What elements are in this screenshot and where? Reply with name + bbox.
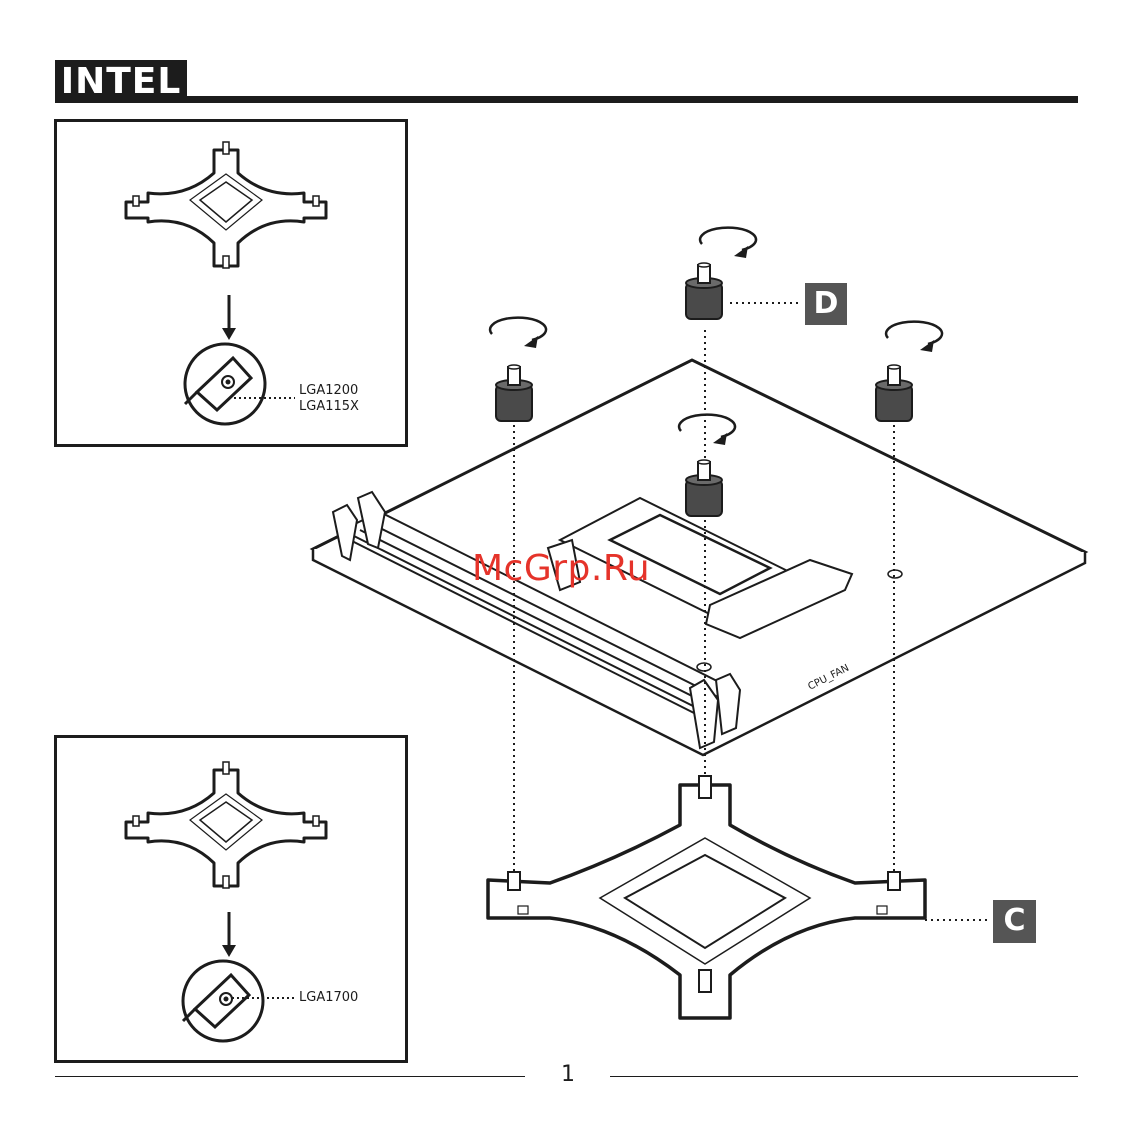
rotate-clockwise-icon — [886, 322, 942, 352]
socket-label-lga1200: LGA1200 — [299, 383, 358, 399]
rotate-clockwise-icon — [490, 318, 546, 348]
callout-badge-c: C — [993, 900, 1036, 943]
backplate-large — [488, 776, 925, 1018]
socket-pin-zoom-icon — [185, 344, 265, 424]
footer-rule-left — [55, 1076, 525, 1077]
motherboard: CPU_FAN — [313, 360, 1085, 755]
backplate-icon-top — [126, 142, 326, 268]
arrow-head-icon — [222, 328, 236, 340]
callout-badge-d: D — [805, 283, 847, 325]
socket-label-lga115x: LGA115X — [299, 399, 359, 415]
socket-pin-zoom-icon — [183, 961, 263, 1041]
watermark: McGrp.Ru — [472, 548, 650, 589]
standoff-screw — [876, 365, 912, 421]
socket-label-lga1700: LGA1700 — [299, 990, 358, 1006]
rotate-clockwise-icon — [700, 228, 756, 258]
backplate-icon-bottom — [126, 762, 326, 888]
standoff-screw — [496, 365, 532, 421]
standoff-screw — [686, 263, 722, 319]
page-number: 1 — [555, 1062, 581, 1087]
footer-rule-right — [610, 1076, 1078, 1077]
arrow-head-icon — [222, 945, 236, 957]
